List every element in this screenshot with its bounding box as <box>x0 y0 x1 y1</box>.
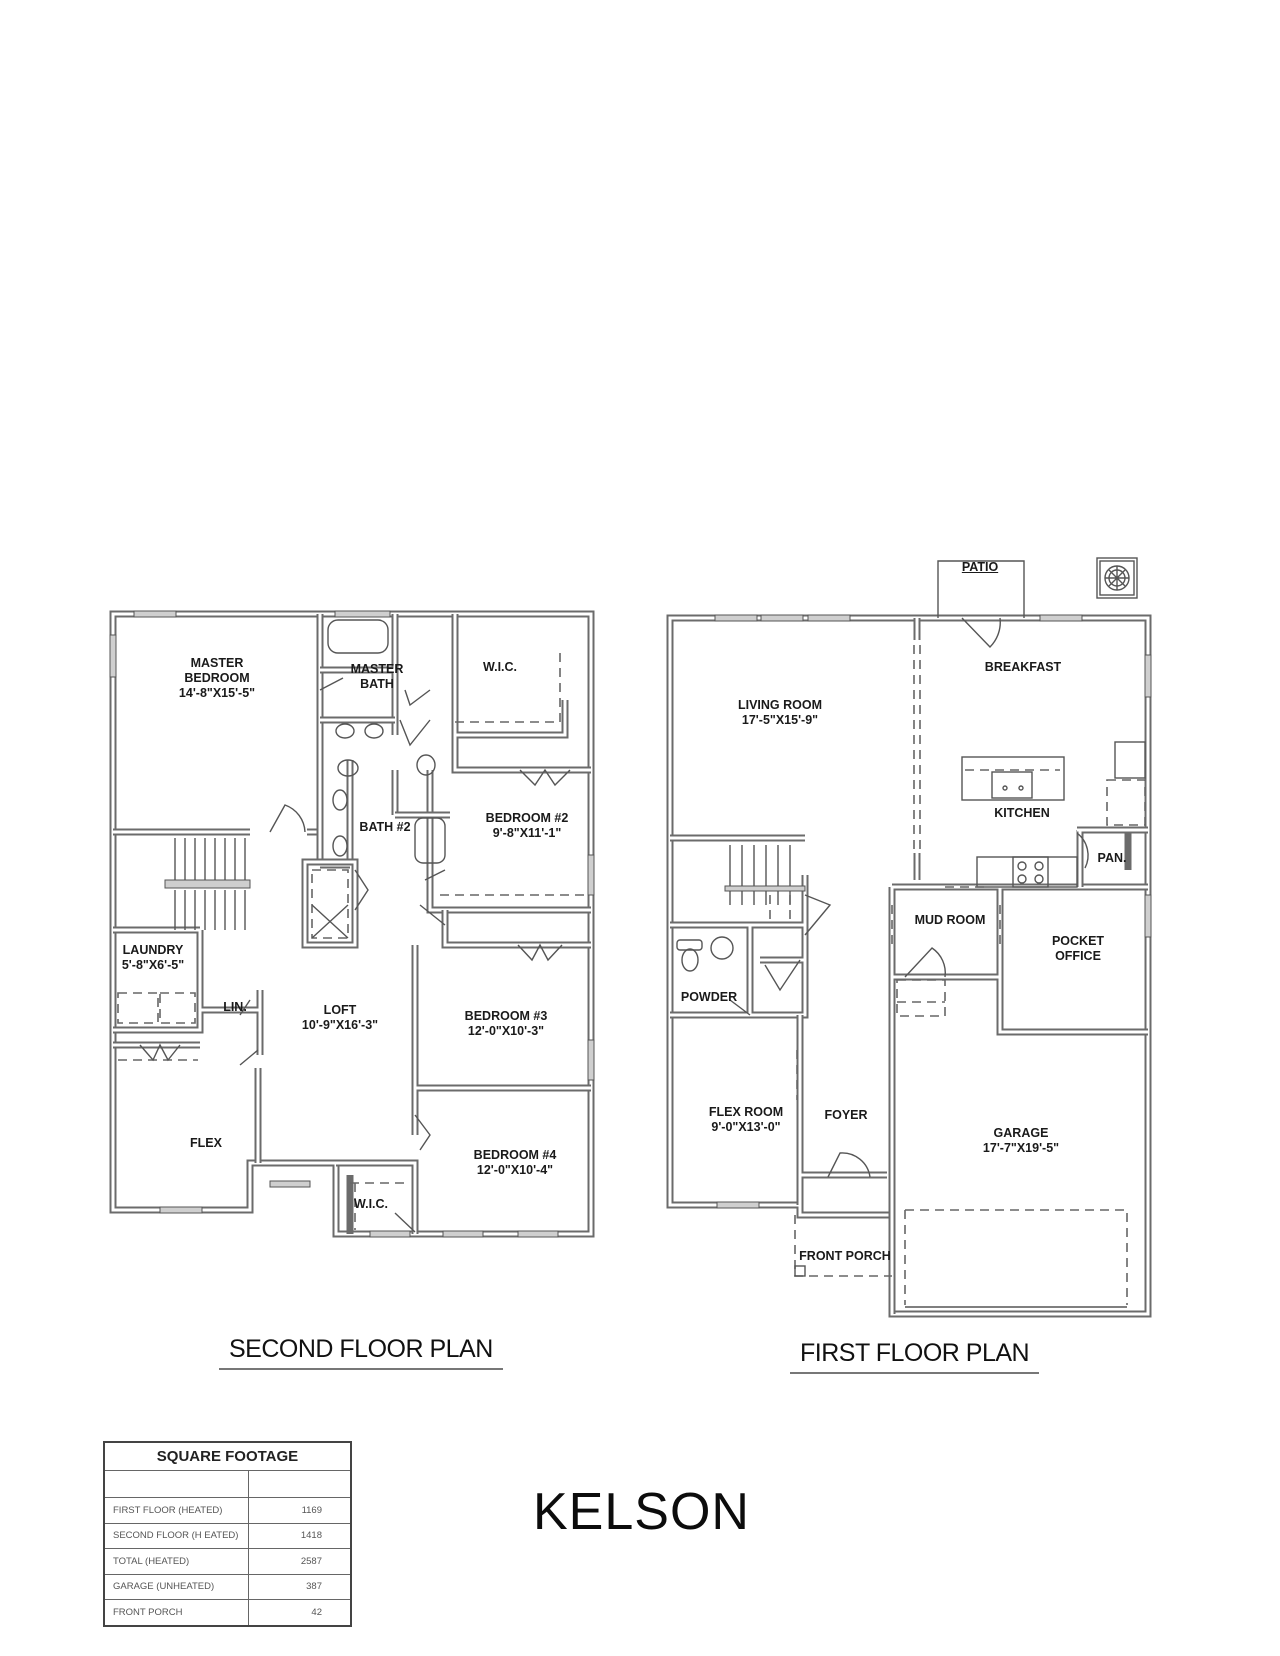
second-floor-fixtures <box>117 619 585 1230</box>
room-label-patio: PATIO <box>961 560 999 574</box>
square-footage-table: SQUARE FOOTAGE FIRST FLOOR (HEATED)1169 … <box>103 1441 352 1627</box>
room-label-powder: POWDER <box>680 990 738 1004</box>
room-label-breakfast: BREAKFAST <box>984 660 1062 674</box>
room-label-pantry: PAN. <box>1097 851 1127 865</box>
second-floor-windows <box>109 610 595 1238</box>
room-label-kitchen: KITCHEN <box>994 806 1050 820</box>
room-label-foyer: FOYER <box>824 1108 868 1122</box>
table-row: GARAGE (UNHEATED)387 <box>103 1573 352 1600</box>
square-footage-title: SQUARE FOOTAGE <box>103 1441 352 1471</box>
room-label-flex: FLEX <box>190 1136 222 1150</box>
room-label-mud-room: MUD ROOM <box>914 913 986 927</box>
first-floor-plan-title: FIRST FLOOR PLAN <box>790 1339 1040 1374</box>
room-label-linen: LIN. <box>223 1000 247 1014</box>
table-row: FIRST FLOOR (HEATED)1169 <box>103 1497 352 1524</box>
room-label-front-porch: FRONT PORCH <box>799 1249 891 1263</box>
second-floor-doors <box>139 677 571 1233</box>
second-floor-plan-title: SECOND FLOOR PLAN <box>219 1335 503 1370</box>
first-floor-fixtures <box>676 557 1146 1308</box>
table-row: TOTAL (HEATED)2587 <box>103 1548 352 1575</box>
first-floor-windows <box>714 614 1152 1209</box>
second-floor-walls <box>109 610 595 1238</box>
model-name-title: KELSON <box>533 1483 750 1541</box>
table-row: SECOND FLOOR (H EATED)1418 <box>103 1522 352 1549</box>
room-label-master-wic: W.I.C. <box>482 660 518 674</box>
room-label-bedroom-4-wic: W.I.C. <box>353 1197 389 1211</box>
ac-condenser-icon <box>1096 557 1138 599</box>
room-label-bath-2: BATH #2 <box>359 820 411 834</box>
